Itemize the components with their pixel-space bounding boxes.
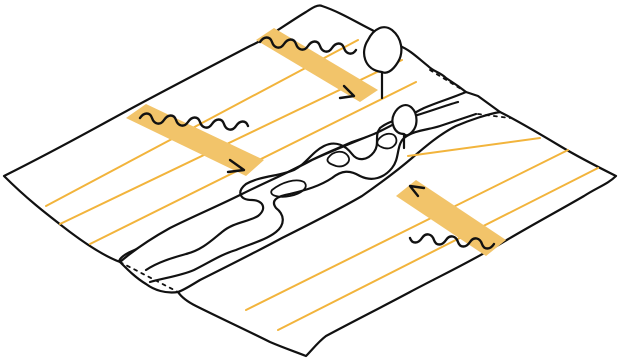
river-floodplain-illustration <box>0 0 622 364</box>
diagram-canvas <box>0 0 622 364</box>
